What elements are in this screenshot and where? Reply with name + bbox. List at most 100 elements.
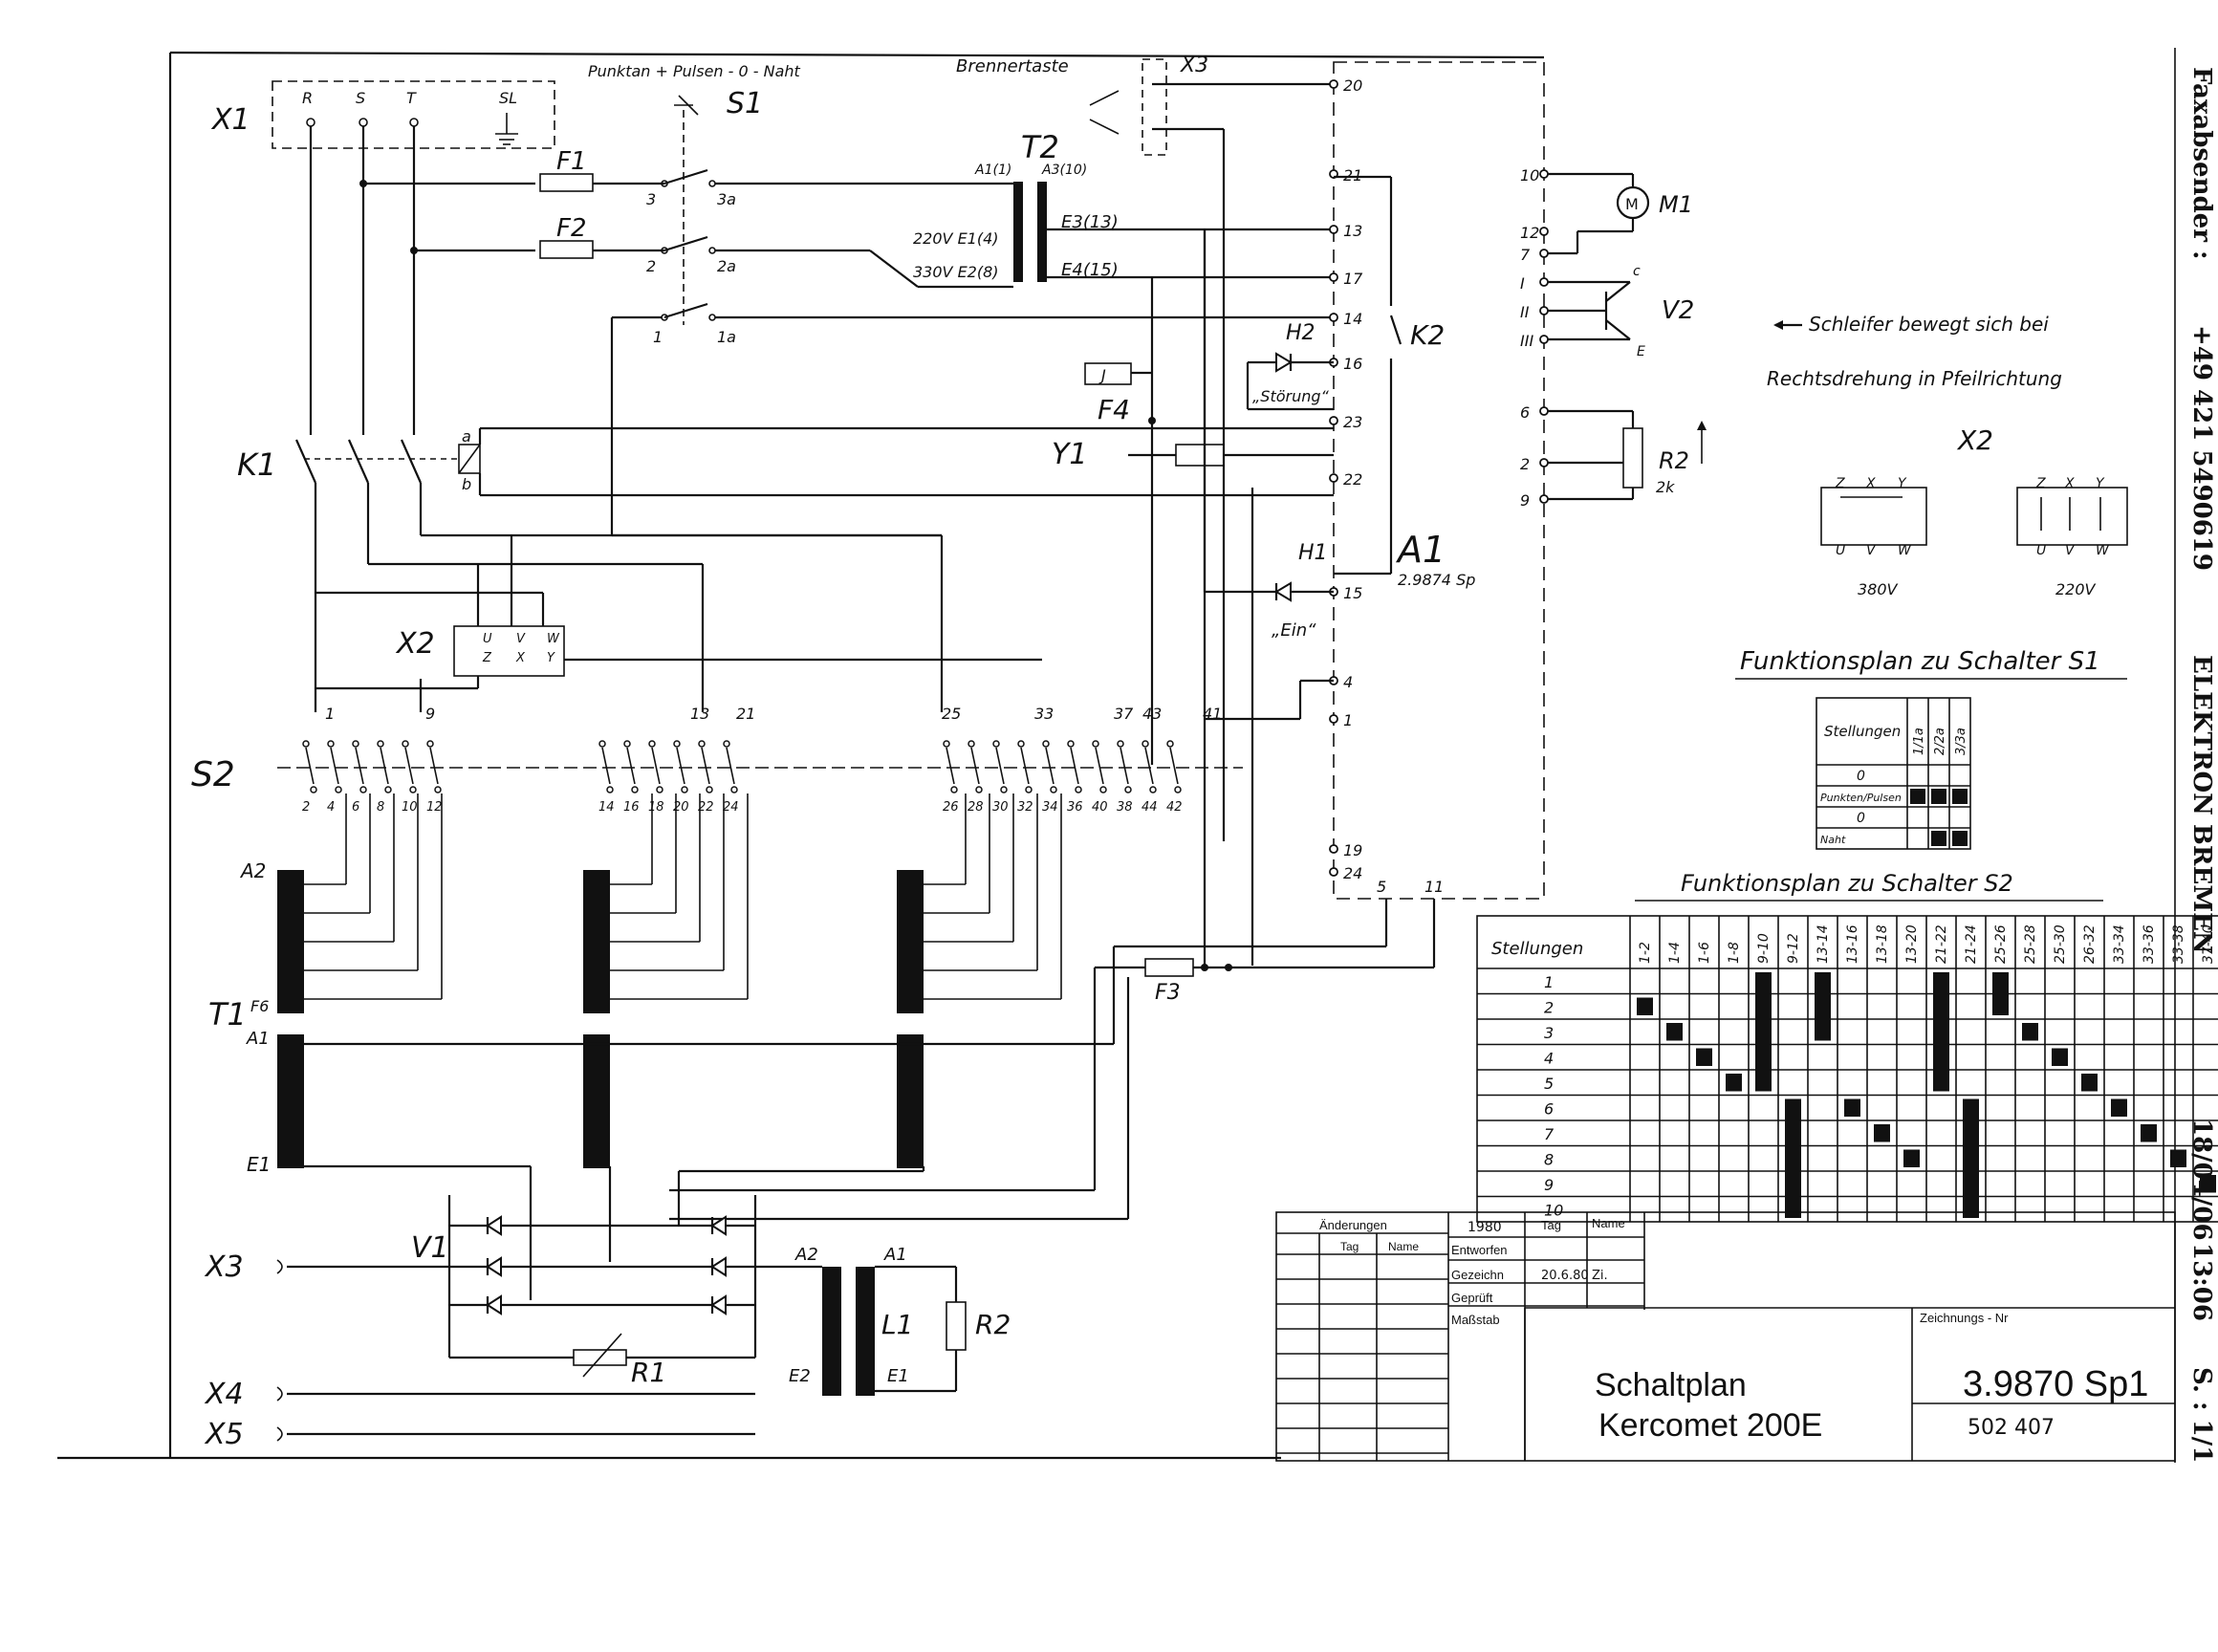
svg-text:M: M: [1625, 195, 1639, 213]
transformer-t1: A2 T1 F6 A1 E1: [208, 793, 1388, 1300]
diode-icon: [710, 1294, 727, 1315]
svg-text:26-32: 26-32: [2082, 924, 2098, 964]
right-terminal-label: 9: [1520, 491, 1530, 510]
right-terminal-label: 10: [1520, 166, 1539, 185]
svg-text:E4(15): E4(15): [1061, 260, 1119, 280]
svg-text:2k: 2k: [1656, 478, 1675, 496]
svg-text:„Störung“: „Störung“: [1252, 387, 1330, 405]
board-a1: A1 2.9874 Sp: [1333, 61, 1545, 900]
s2-table-bar: [2111, 1098, 2127, 1117]
svg-text:Name: Name: [1592, 1216, 1625, 1230]
svg-text:220V E1(4): 220V E1(4): [913, 229, 999, 248]
right-terminal-dot: [1539, 494, 1549, 504]
right-terminal-dot: [1539, 249, 1549, 258]
svg-text:13-20: 13-20: [1904, 924, 1920, 964]
svg-text:330V E2(8): 330V E2(8): [913, 263, 999, 281]
motor-m1: M M1: [1544, 172, 1693, 255]
svg-text:V1: V1: [411, 1231, 449, 1265]
svg-text:502 407: 502 407: [1968, 1416, 2055, 1440]
diode-icon: [486, 1256, 502, 1277]
svg-text:20.6.80: 20.6.80: [1541, 1269, 1589, 1283]
svg-text:F1: F1: [556, 147, 587, 176]
svg-text:A1: A1: [883, 1245, 907, 1265]
svg-text:W: W: [2096, 543, 2110, 558]
s2-top-terminal: 9: [425, 705, 435, 723]
s2-table-bar: [1815, 972, 1831, 1041]
svg-text:R1: R1: [631, 1357, 666, 1388]
title-block: Änderungen Tag Name 1980 Tag Name Entwor…: [1275, 1211, 2176, 1462]
a1-terminal-label: 22: [1343, 470, 1362, 489]
diode-icon: [486, 1215, 502, 1236]
s2-bottom-terminal: 28: [968, 800, 984, 815]
svg-text:Funktionsplan zu Schalter S2: Funktionsplan zu Schalter S2: [1681, 870, 2013, 897]
svg-text:Z: Z: [482, 651, 492, 665]
s2-bottom-terminal: 12: [426, 800, 443, 815]
svg-text:S. : 1/1: S. : 1/1: [2187, 1367, 2216, 1463]
svg-text:21-22: 21-22: [1934, 924, 1949, 964]
s1-table-cell: [1931, 831, 1946, 846]
svg-text:Name: Name: [1388, 1240, 1419, 1253]
svg-text:13:06: 13:06: [2187, 1243, 2216, 1321]
s2-table-bar: [2200, 1175, 2216, 1193]
diode-icon: [710, 1215, 727, 1236]
a1-terminal-dot: [1329, 225, 1338, 234]
svg-text:220V: 220V: [2055, 580, 2097, 598]
svg-text:ELEKTRON BREMEN: ELEKTRON BREMEN: [2187, 655, 2216, 954]
s2-position-label: 5: [1544, 1075, 1554, 1093]
svg-text:Zi.: Zi.: [1592, 1269, 1608, 1283]
s2-position-label: 7: [1544, 1125, 1555, 1143]
svg-text:3: 3: [646, 190, 656, 208]
a1-terminal-label: 21: [1343, 166, 1362, 185]
svg-text:W: W: [1898, 543, 1912, 558]
svg-text:V: V: [2065, 543, 2076, 558]
svg-text:S2: S2: [191, 755, 235, 794]
s2-top-terminal: 25: [942, 705, 961, 723]
svg-text:K1: K1: [237, 446, 276, 483]
svg-text:37-40: 37-40: [2201, 924, 2216, 964]
svg-text:380V: 380V: [1858, 580, 1899, 598]
s2-table-bar: [2052, 1048, 2068, 1066]
svg-text:V: V: [1866, 543, 1877, 558]
s2-table-bar: [1755, 972, 1772, 1092]
s2-table-bar: [1903, 1149, 1920, 1167]
right-terminal-dot: [1539, 227, 1549, 236]
right-terminal-dot: [1539, 306, 1549, 315]
svg-text:X: X: [1865, 476, 1876, 491]
s2-top-terminal: 33: [1034, 705, 1054, 723]
svg-text:2a: 2a: [717, 257, 736, 275]
svg-text:b: b: [462, 475, 471, 493]
a1-terminal-label: 19: [1343, 841, 1362, 859]
svg-text:1/1a: 1/1a: [1912, 728, 1926, 755]
svg-text:X1: X1: [210, 103, 250, 137]
a1-terminal-dot: [1329, 867, 1338, 877]
s1-table-cell: [1931, 789, 1946, 804]
svg-text:M1: M1: [1659, 191, 1693, 218]
svg-text:X5: X5: [204, 1418, 244, 1451]
s2-position-label: 9: [1544, 1176, 1554, 1194]
s2-position-label: 6: [1544, 1100, 1554, 1119]
svg-text:Y: Y: [547, 651, 555, 665]
s2-table-bar: [1992, 972, 2009, 1015]
s2-position-label: 8: [1544, 1151, 1554, 1169]
svg-text:A3(10): A3(10): [1041, 163, 1087, 178]
a1-terminal-dot: [1329, 313, 1338, 322]
diode-icon: [486, 1294, 502, 1315]
right-terminal-dot: [1539, 169, 1549, 179]
svg-text:Faxabsender :: Faxabsender :: [2187, 67, 2216, 260]
s2-position-label: 4: [1544, 1050, 1554, 1068]
drawing-frame: [57, 51, 1545, 1460]
svg-text:U: U: [1836, 543, 1845, 558]
contactor-k1: K1 a b: [237, 426, 1334, 593]
svg-text:R2: R2: [1659, 447, 1689, 474]
s2-bottom-terminal: 26: [943, 800, 959, 815]
svg-text:9-12: 9-12: [1786, 933, 1801, 964]
svg-text:X4: X4: [204, 1378, 244, 1411]
fax-header: Faxabsender : +49 421 5490619 ELEKTRON B…: [2174, 48, 2216, 1463]
svg-text:H1: H1: [1298, 541, 1328, 565]
svg-text:T1: T1: [208, 996, 247, 1032]
s2-table-bar: [1933, 972, 1949, 1092]
s2-bottom-terminal: 18: [648, 800, 664, 815]
svg-text:Änderungen: Änderungen: [1319, 1218, 1387, 1232]
